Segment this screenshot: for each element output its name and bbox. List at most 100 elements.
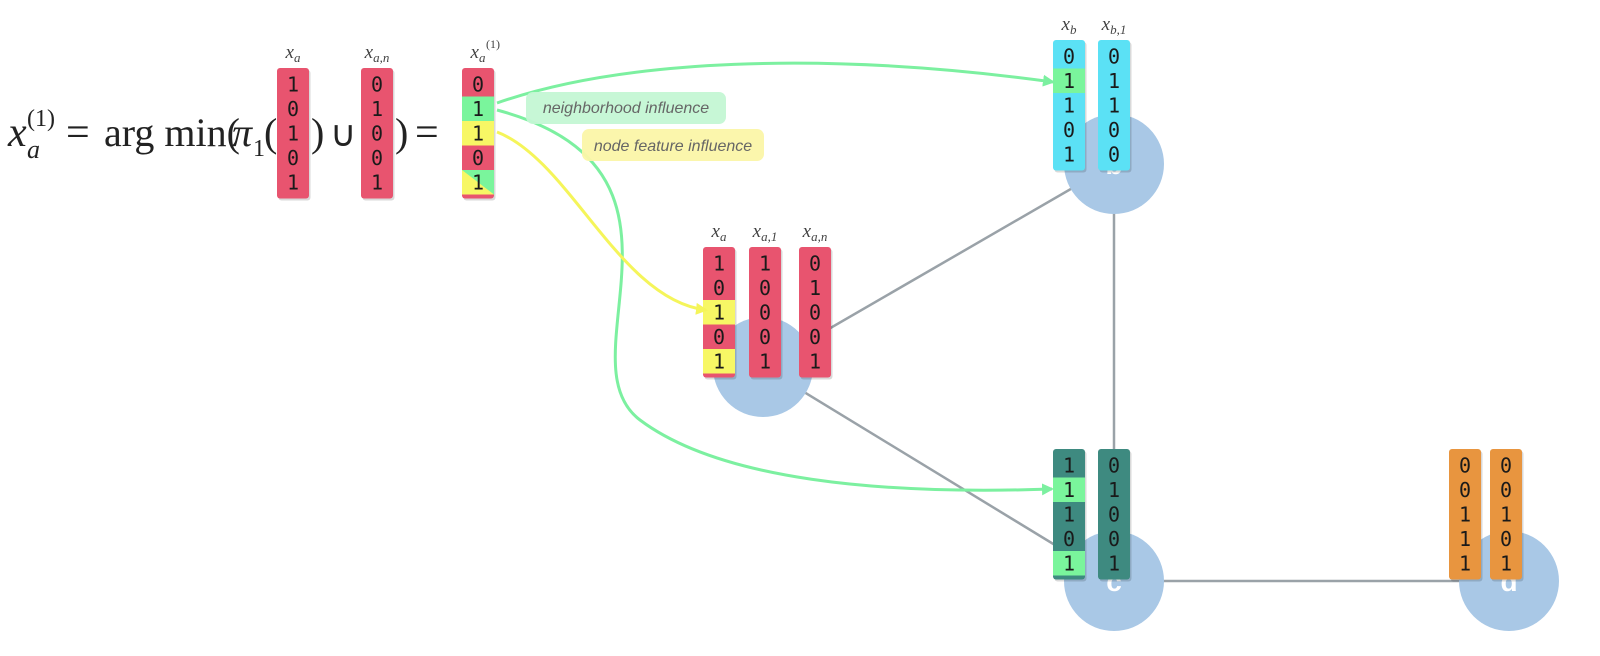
vector-cell-value: 0 xyxy=(472,73,484,97)
cell-highlight-yellow xyxy=(703,300,735,325)
vector-cell-value: 0 xyxy=(809,252,821,276)
vector-cell-value: 1 xyxy=(472,97,484,121)
cell-highlight-green xyxy=(1053,477,1085,502)
cell-highlight-green xyxy=(1053,551,1085,576)
eq-close-paren: ) xyxy=(395,110,408,155)
vector-cell-value: 1 xyxy=(472,122,484,146)
vector-cell-value: 0 xyxy=(759,325,771,349)
influence-arrows xyxy=(496,61,1055,496)
vector-cell-value: 1 xyxy=(1459,552,1471,576)
vector-cell-value: 1 xyxy=(371,97,383,121)
node-feature-arrow-to-a xyxy=(496,130,708,315)
vector-cell-value: 1 xyxy=(1500,503,1512,527)
neighborhood-pill-bg xyxy=(526,92,726,124)
vector-body xyxy=(799,247,831,378)
eq-pi-sub: 1 xyxy=(253,136,265,162)
vector-cell-value: 1 xyxy=(1108,478,1120,502)
graph-nodes: abcd xyxy=(713,114,1559,631)
vector-cell-value: 1 xyxy=(759,252,771,276)
neighborhood-pill-label: neighborhood influence xyxy=(543,100,709,117)
influence-legend: neighborhood influence node feature infl… xyxy=(526,92,764,161)
vector-cell-value: 0 xyxy=(1459,454,1471,478)
vector-cell-value: 1 xyxy=(472,171,484,195)
vector-cell-value: 0 xyxy=(1459,478,1471,502)
vector-cell-value: 1 xyxy=(287,171,299,195)
vector-label: xb xyxy=(1061,14,1077,37)
node-c-circle xyxy=(1064,531,1164,631)
vector-cell-value: 1 xyxy=(809,276,821,300)
vector-cell-value: 1 xyxy=(371,171,383,195)
vector-cell-value: 1 xyxy=(713,252,725,276)
eq-paren-close: ) xyxy=(311,110,324,155)
vector-cell-value: 0 xyxy=(1500,454,1512,478)
eq-argmin: arg min( xyxy=(104,110,240,155)
vector-cell-value: 0 xyxy=(713,325,725,349)
eq-equals-1: = xyxy=(66,110,90,156)
vector-body xyxy=(361,68,393,199)
vector-cell-value: 0 xyxy=(809,301,821,325)
node-d-circle xyxy=(1459,531,1559,631)
vector-cell-value: 1 xyxy=(1108,94,1120,118)
vector-cell-value: 0 xyxy=(713,276,725,300)
cell-highlight-yellow xyxy=(462,121,494,146)
vector-cell-value: 1 xyxy=(1459,503,1471,527)
vector-cell-value: 0 xyxy=(371,73,383,97)
vector-cell-value: 0 xyxy=(472,146,484,170)
vector-cell-value: 1 xyxy=(1063,69,1075,93)
vector-cell-value: 1 xyxy=(1063,143,1075,167)
feature-vectors: 10101xa01001xa,n01101xa(1)10101xa10001xa… xyxy=(277,14,1524,582)
vector-body xyxy=(1449,449,1481,580)
vector-cell-value: 0 xyxy=(1063,118,1075,142)
vector-cell-value: 0 xyxy=(1108,45,1120,69)
cell-highlight-green xyxy=(462,96,494,121)
eq-union: ∪ xyxy=(330,114,356,154)
vector-cell-value: 0 xyxy=(1500,527,1512,551)
vector-label: xa,n xyxy=(802,221,828,244)
vector-cell-value: 0 xyxy=(1063,45,1075,69)
vector-body xyxy=(1098,449,1130,580)
vector-label: xa xyxy=(470,42,486,65)
update-equation: x a (1) = arg min( π 1 ( ) ∪ ) = xyxy=(7,106,439,164)
vector-cell-value: 0 xyxy=(1108,527,1120,551)
cell-highlight-yellow xyxy=(703,349,735,374)
vector-label: xa,n xyxy=(364,42,390,65)
vector-cell-value: 0 xyxy=(1063,527,1075,551)
vector-label: xa xyxy=(285,42,301,65)
vector-cell-value: 1 xyxy=(1063,478,1075,502)
vector-cell-value: 0 xyxy=(1500,478,1512,502)
vector-cell-value: 0 xyxy=(371,122,383,146)
vector-cell-value: 1 xyxy=(713,350,725,374)
vector-label: xa xyxy=(711,221,727,244)
vector-cell-value: 0 xyxy=(1108,454,1120,478)
eq-pi: π xyxy=(232,110,253,155)
vector-body xyxy=(1098,40,1130,171)
eq-equals-2: = xyxy=(415,110,439,156)
vector-cell-value: 0 xyxy=(1108,503,1120,527)
cell-highlight-green xyxy=(1053,68,1085,93)
vector-cell-value: 0 xyxy=(287,146,299,170)
vector-cell-value: 1 xyxy=(1063,454,1075,478)
vector-label: xb,1 xyxy=(1101,14,1127,37)
eq-lhs-sup: (1) xyxy=(27,106,55,132)
vector-body xyxy=(277,68,309,199)
vector-label: xa,1 xyxy=(752,221,778,244)
vector-cell-value: 0 xyxy=(1108,118,1120,142)
vector-cell-value: 1 xyxy=(287,73,299,97)
eq-lhs-sub: a xyxy=(27,135,40,164)
eq-lhs-var: x xyxy=(7,110,27,156)
vector-body xyxy=(749,247,781,378)
vector-cell-value: 1 xyxy=(1108,552,1120,576)
node-feature-pill-label: node feature influence xyxy=(594,138,752,155)
neighborhood-arrow-to-c xyxy=(496,108,1054,496)
vector-cell-value: 1 xyxy=(1459,527,1471,551)
